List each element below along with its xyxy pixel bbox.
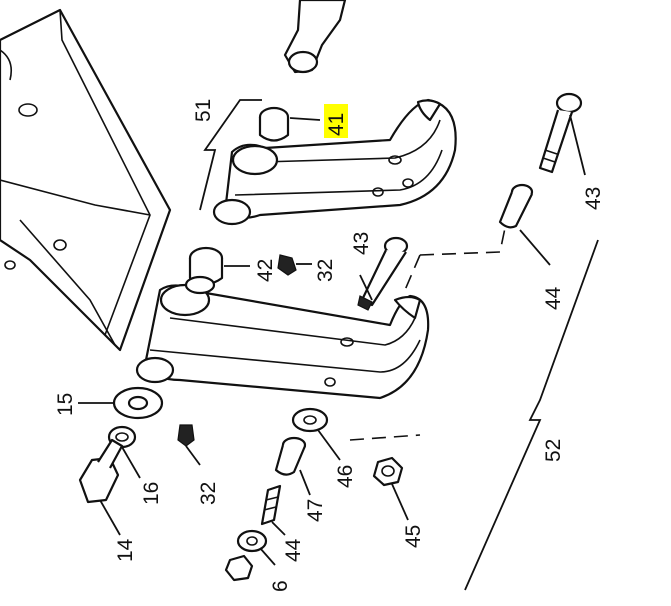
callout-52: 52 <box>542 439 565 462</box>
callout-16: 16 <box>140 482 163 505</box>
callout-14: 14 <box>114 538 137 562</box>
nut-45 <box>372 456 404 487</box>
nut-42 <box>184 246 224 295</box>
callout-44-upper: 44 <box>542 286 565 310</box>
callout-32-upper: 32 <box>314 259 337 282</box>
assembly-dashes <box>349 227 506 441</box>
callout-32-lower: 32 <box>197 482 220 505</box>
leader-lines <box>78 114 586 566</box>
pin-44-upper <box>498 183 534 229</box>
callout-51: 51 <box>192 99 215 122</box>
grease-nipple-32-upper <box>277 254 297 276</box>
upper-arm <box>212 98 457 226</box>
bracket-52 <box>464 239 599 591</box>
callout-46: 46 <box>334 465 357 488</box>
callout-42: 42 <box>254 259 277 282</box>
callout-43-upper: 43 <box>582 187 605 210</box>
washer-46 <box>291 407 329 433</box>
washer-6 <box>224 529 268 582</box>
callout-6: 6 <box>269 580 292 592</box>
callout-47: 47 <box>304 499 327 522</box>
bracket-51 <box>199 99 262 211</box>
grease-nipple-32-lower <box>177 424 195 447</box>
bolt-43-upper <box>538 92 583 174</box>
washer-15 <box>112 386 164 420</box>
lower-arm <box>135 283 430 400</box>
bolt-43-middle <box>357 236 409 311</box>
callout-41: 41 <box>325 113 348 136</box>
callout-43-middle: 43 <box>350 232 373 255</box>
bushing-41 <box>258 106 290 142</box>
callout-41-highlight <box>324 104 348 138</box>
sleeve-47 <box>274 436 307 476</box>
callout-45: 45 <box>402 525 425 548</box>
frame-plate <box>0 8 172 352</box>
callout-labels: 51 41 43 42 32 43 44 52 15 16 14 32 46 4… <box>54 99 605 592</box>
bolt-14 <box>78 438 124 504</box>
top-fitting <box>283 0 347 74</box>
callout-44-lower: 44 <box>282 538 305 562</box>
callout-15: 15 <box>54 393 77 416</box>
pin-44-lower <box>260 484 282 526</box>
